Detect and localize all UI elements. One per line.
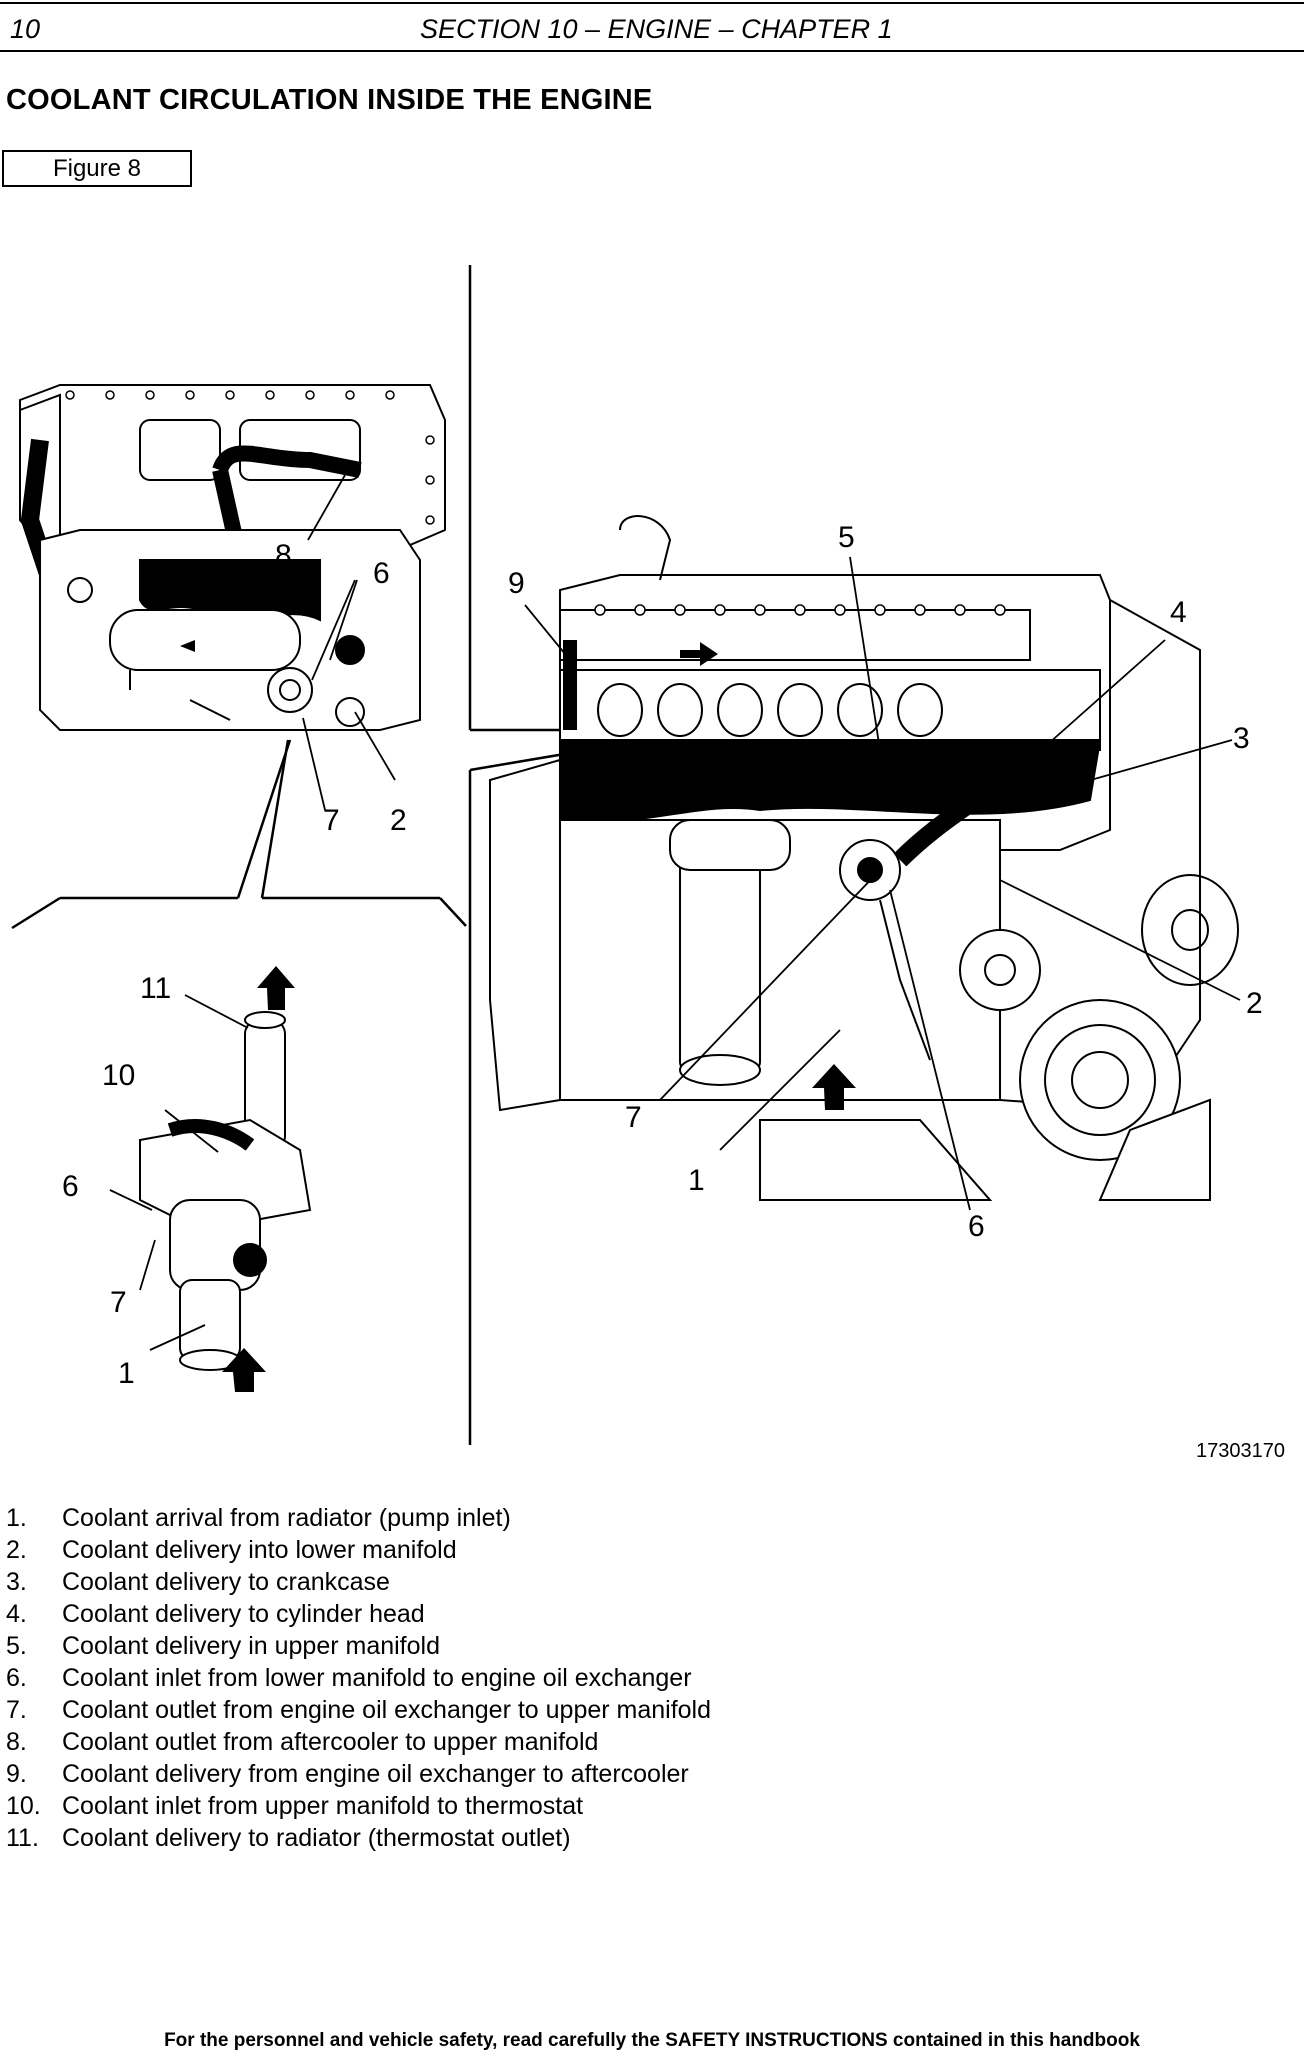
callout-11: 11: [140, 972, 171, 1005]
callout-2-top: 2: [390, 804, 407, 837]
callout-6-mid: 6: [968, 1210, 985, 1243]
legend-item: 9. Coolant delivery from engine oil excha…: [6, 1758, 711, 1790]
section-heading: SECTION 10 – ENGINE – CHAPTER 1: [420, 14, 893, 44]
callout-5: 5: [838, 521, 855, 554]
legend-item: 2. Coolant delivery into lower manifold: [6, 1534, 711, 1566]
legend-item: 1. Coolant arrival from radiator (pump in…: [6, 1502, 711, 1534]
callout-6-low: 6: [62, 1170, 79, 1203]
legend-item: 10. Coolant inlet from upper manifold to …: [6, 1790, 711, 1822]
legend-item-text: Coolant delivery in upper manifold: [62, 1632, 440, 1660]
legend-item-text: Coolant outlet from aftercooler to upper…: [62, 1728, 599, 1756]
figure-code: 17303170: [1196, 1440, 1285, 1462]
legend-list: 1. Coolant arrival from radiator (pump in…: [6, 1502, 711, 1854]
page-header: 10 SECTION 10 – ENGINE – CHAPTER 1: [0, 0, 1304, 54]
legend-item: 6. Coolant inlet from lower manifold to e…: [6, 1662, 711, 1694]
legend-item-number: 5.: [6, 1632, 27, 1660]
callout-7-low: 7: [110, 1286, 127, 1319]
legend-item: 8. Coolant outlet from aftercooler to upp…: [6, 1726, 711, 1758]
callout-2-right: 2: [1246, 987, 1263, 1020]
legend-item: 11. Coolant delivery to radiator (thermos…: [6, 1822, 711, 1854]
page-title: COOLANT CIRCULATION INSIDE THE ENGINE: [6, 84, 653, 116]
legend-item-text: Coolant inlet from lower manifold to eng…: [62, 1664, 692, 1692]
legend-item-number: 9.: [6, 1760, 27, 1788]
legend-item-text: Coolant outlet from engine oil exchanger…: [62, 1696, 712, 1724]
legend-item-text: Coolant delivery to crankcase: [62, 1568, 390, 1596]
figure-label-box: Figure 8: [2, 150, 192, 187]
header-top-rule: [0, 2, 1304, 4]
callout-leader-lines: [109, 474, 1241, 1351]
engine-illustration: [489, 515, 1239, 1201]
legend-item-number: 10.: [6, 1792, 41, 1820]
legend-item: 5. Coolant delivery in upper manifold: [6, 1630, 711, 1662]
callout-1-mid: 1: [688, 1164, 705, 1197]
legend-item-number: 3.: [6, 1568, 27, 1596]
manifold-detail-illustration: [19, 384, 446, 731]
legend-item-number: 11.: [6, 1824, 39, 1852]
legend-item-number: 7.: [6, 1696, 27, 1724]
thermostat-detail-illustration: [139, 1011, 312, 1371]
legend-item-text: Coolant delivery into lower manifold: [62, 1536, 457, 1564]
legend-item-text: Coolant inlet from upper manifold to the…: [62, 1792, 584, 1820]
legend-item-number: 2.: [6, 1536, 27, 1564]
callout-7-mid: 7: [625, 1101, 642, 1134]
safety-footer: For the personnel and vehicle safety, re…: [164, 2030, 1140, 2051]
engine-coolant-diagram: 8 6 7 2 9 5 4 3 2 7 1 6 11 10 6 7 1: [11, 265, 1263, 1445]
legend-item-number: 6.: [6, 1664, 27, 1692]
legend-item-text: Coolant delivery from engine oil exchang…: [62, 1760, 689, 1788]
callout-8-top: 8: [275, 539, 292, 572]
flow-arrows: [180, 640, 856, 1392]
legend-item: 3. Coolant delivery to crankcase: [6, 1566, 711, 1598]
legend-item-number: 1.: [6, 1504, 27, 1532]
legend-item-text: Coolant delivery to radiator (thermostat…: [62, 1824, 571, 1852]
legend-item: 4. Coolant delivery to cylinder head: [6, 1598, 711, 1630]
callout-1-low: 1: [118, 1357, 135, 1390]
legend-item-number: 4.: [6, 1600, 27, 1628]
page-number: 10: [10, 14, 41, 44]
figure-label: Figure 8: [52, 154, 142, 182]
callout-9: 9: [508, 567, 525, 600]
legend-item-text: Coolant delivery to cylinder head: [62, 1600, 425, 1628]
callout-10: 10: [102, 1059, 135, 1092]
callout-6-top: 6: [373, 557, 390, 590]
callout-4: 4: [1170, 596, 1187, 629]
callout-3: 3: [1233, 722, 1250, 755]
legend-item: 7. Coolant outlet from engine oil exchang…: [6, 1694, 711, 1726]
header-bottom-rule: [0, 50, 1304, 52]
legend-item-text: Coolant arrival from radiator (pump inle…: [62, 1504, 511, 1532]
legend-item-number: 8.: [6, 1728, 27, 1756]
callout-7-top: 7: [323, 804, 340, 837]
